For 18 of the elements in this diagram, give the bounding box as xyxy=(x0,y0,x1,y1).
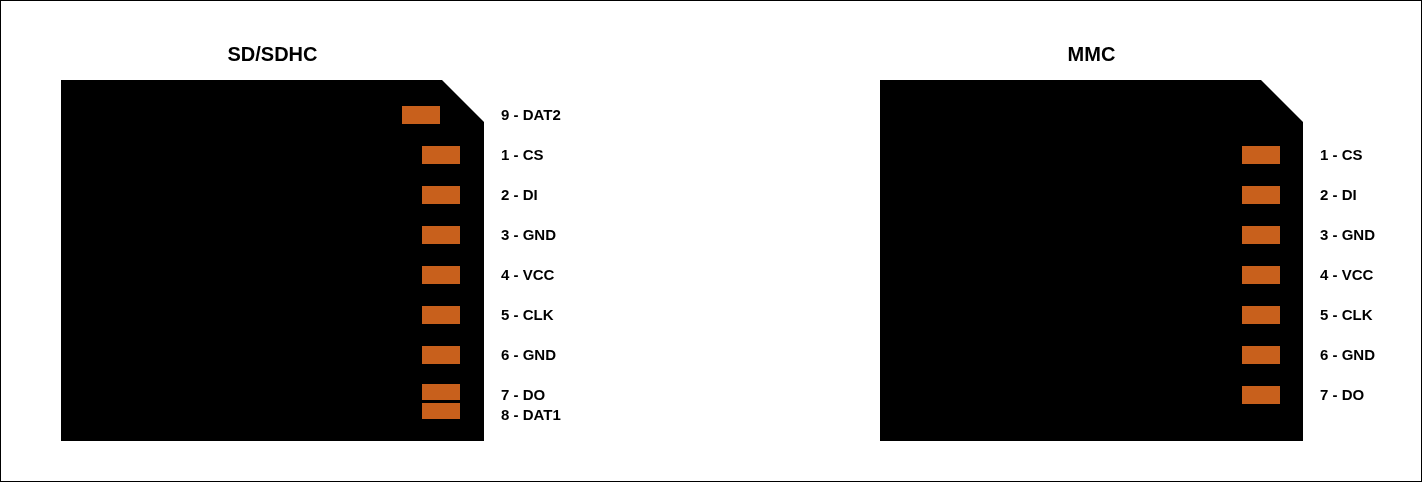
pin-label: 1 - CS xyxy=(501,146,544,164)
pin-label: 7 - DO xyxy=(501,386,546,404)
pin-label: 9 - DAT2 xyxy=(501,106,561,124)
pin-label: 4 - VCC xyxy=(1320,266,1374,284)
pin-label: 3 - GND xyxy=(1320,226,1375,244)
pin-label: 4 - VCC xyxy=(501,266,555,284)
pin-label: 2 - DI xyxy=(501,186,538,204)
pin-label: 1 - CS xyxy=(1320,146,1363,164)
card-title: SD/SDHC xyxy=(226,42,319,67)
pin-label: 5 - CLK xyxy=(1320,306,1373,324)
pin-label: 5 - CLK xyxy=(501,306,554,324)
pin-label: 2 - DI xyxy=(1320,186,1357,204)
pin-label: 3 - GND xyxy=(501,226,556,244)
pin-label: 8 - DAT1 xyxy=(501,406,561,424)
pin-label: 7 - DO xyxy=(1320,386,1365,404)
pin-label: 6 - GND xyxy=(1320,346,1375,364)
pin-label: 6 - GND xyxy=(501,346,556,364)
card-title: MMC xyxy=(1066,42,1117,67)
